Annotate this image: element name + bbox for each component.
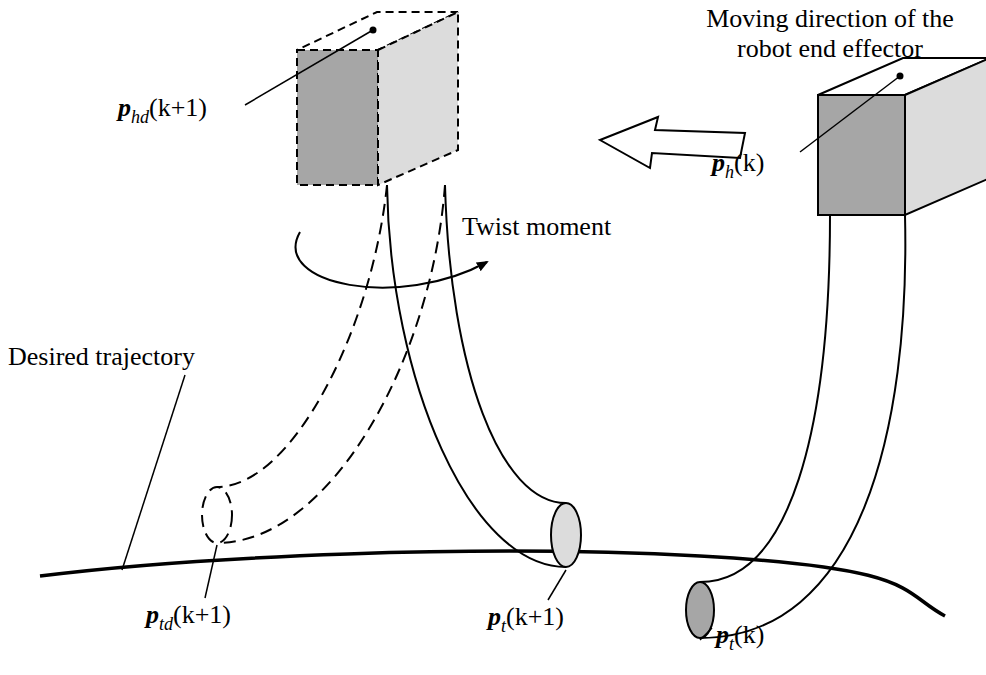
vector-subscript: td	[159, 614, 173, 634]
time-index: (k+1)	[506, 602, 564, 631]
point-label: ptd(k+1)	[146, 600, 231, 639]
vector-subscript: hd	[131, 107, 149, 127]
caption-text: Desired trajectory	[8, 342, 195, 372]
point-label: ph(k)	[712, 148, 764, 187]
current-cable	[387, 185, 581, 567]
direction-label: Moving direction of the robot end effect…	[706, 4, 954, 63]
end-effector	[818, 58, 986, 215]
caption-text: Moving direction of the robot end effect…	[680, 4, 980, 64]
time-index: (k)	[734, 148, 764, 177]
vector-symbol: p	[146, 600, 159, 629]
time-index: (k+1)	[149, 93, 207, 122]
point-label: pt(k+1)	[488, 602, 564, 641]
trajectory-label: Desired trajectory	[8, 342, 195, 371]
vector-symbol: p	[712, 148, 725, 177]
vector-subscript: h	[725, 162, 734, 182]
point-label: pt(k)	[716, 620, 764, 659]
desired-cable	[202, 185, 445, 543]
vector-subscript: t	[729, 634, 734, 654]
point-label: phd(k+1)	[118, 93, 207, 132]
vector-symbol: p	[118, 93, 131, 122]
time-index: (k)	[734, 620, 764, 649]
vector-subscript: t	[501, 616, 506, 636]
leader-line	[122, 30, 900, 640]
caption-text: Twist moment	[462, 212, 611, 242]
twist-arrow	[296, 232, 487, 288]
twist-label: Twist moment	[462, 212, 611, 241]
time-index: (k+1)	[173, 600, 231, 629]
vector-symbol: p	[488, 602, 501, 631]
desired-end-effector	[297, 12, 458, 185]
vector-symbol: p	[716, 620, 729, 649]
previous-cable	[686, 215, 905, 638]
